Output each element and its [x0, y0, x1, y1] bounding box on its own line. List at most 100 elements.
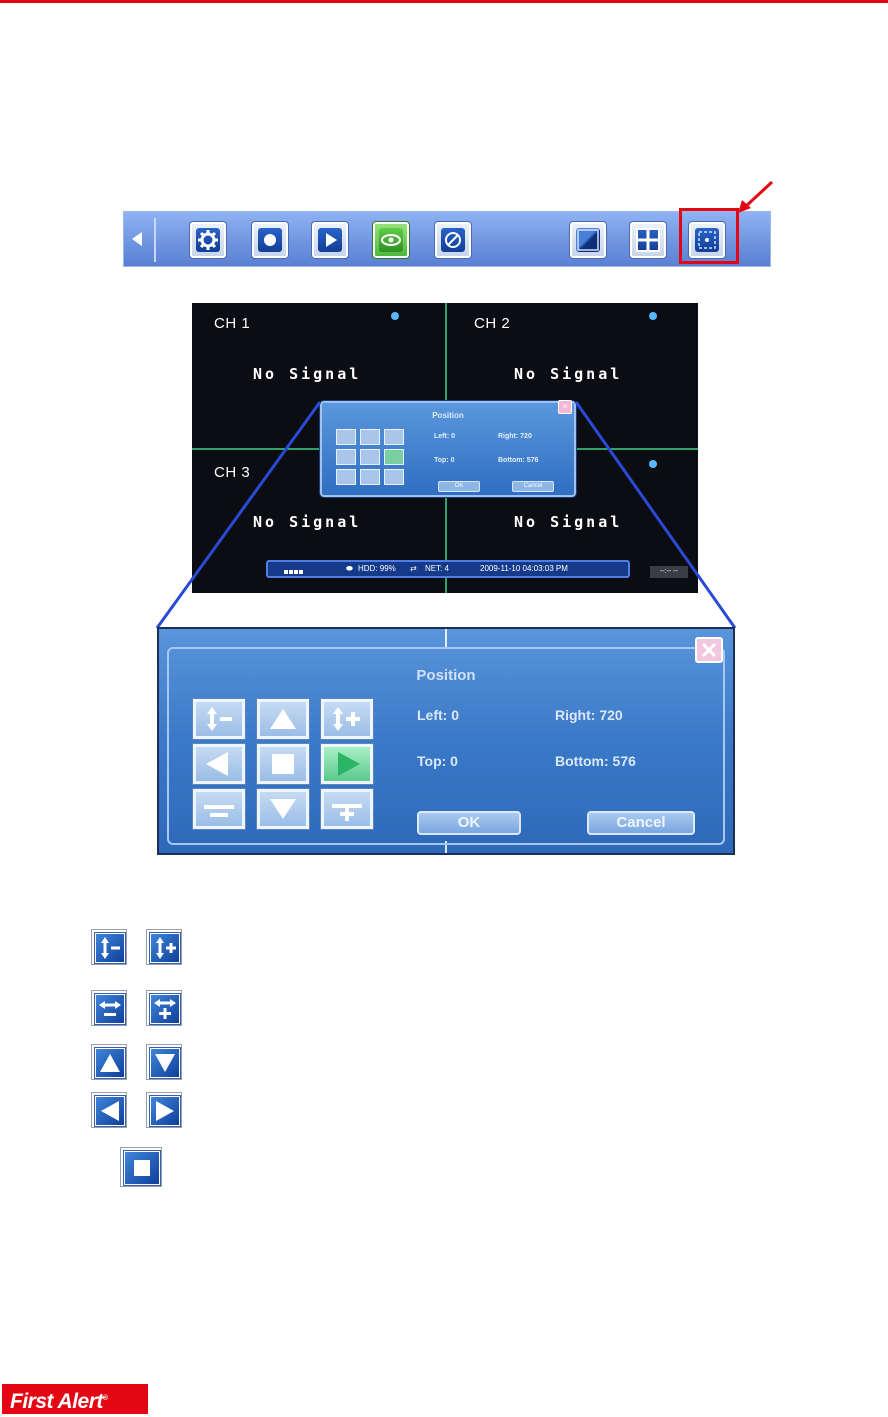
up-button[interactable]	[257, 699, 309, 739]
dialog-frame	[167, 647, 725, 845]
logo-registered-mark: ®	[102, 1395, 108, 1402]
ok-button[interactable]: OK	[417, 811, 521, 835]
right-value: Right: 720	[555, 707, 623, 723]
legend-right	[146, 1092, 182, 1128]
legend-height-decrease	[91, 929, 127, 965]
channel-1-label: CH 1	[214, 315, 251, 332]
arrow-left-icon	[101, 1101, 119, 1121]
dvr-toolbar	[123, 211, 771, 267]
channel-2-label: CH 2	[474, 315, 511, 332]
height-decrease-button[interactable]	[193, 699, 245, 739]
height-increase-icon	[333, 707, 360, 731]
quad-screen-icon	[636, 228, 660, 252]
width-increase-icon	[332, 804, 362, 821]
hdd-usage: HDD: 99%	[358, 564, 396, 573]
close-button[interactable]	[695, 637, 723, 663]
play-icon	[326, 233, 337, 247]
playback-button[interactable]	[311, 221, 349, 259]
preview-cancel-button: Cancel	[512, 481, 554, 492]
logo-text: First Alert	[10, 1390, 103, 1413]
top-rule	[0, 0, 888, 3]
position-button[interactable]	[688, 221, 726, 259]
width-increase-icon	[154, 999, 176, 1019]
arrow-right-icon	[338, 752, 360, 776]
arrow-down-icon	[155, 1054, 175, 1072]
legend-width-decrease	[91, 990, 127, 1026]
arrow-right-icon	[156, 1101, 174, 1121]
network-icon: ⇄	[410, 564, 417, 573]
position-icon	[698, 231, 716, 249]
settings-button[interactable]	[189, 221, 227, 259]
preview-top-value: Top: 0	[434, 457, 455, 464]
height-increase-icon	[156, 937, 176, 959]
arrow-up-icon	[100, 1054, 120, 1072]
dvr-screen: CH 1 CH 2 CH 3 No Signal No Signal No Si…	[192, 303, 698, 593]
legend-width-increase	[146, 990, 182, 1026]
preview-bottom-value: Bottom: 576	[498, 457, 539, 464]
width-decrease-button[interactable]	[193, 789, 245, 829]
status-bar: ⬬ HDD: 99% ⇄ NET: 4 2009-11-10 04:03:03 …	[266, 560, 630, 578]
channel-2-indicator	[649, 312, 657, 320]
channel-2-status: No Signal	[514, 365, 623, 383]
preview-left-value: Left: 0	[434, 433, 455, 440]
record-icon	[264, 234, 276, 246]
arrow-up-icon	[270, 709, 296, 729]
reset-icon	[134, 1160, 150, 1176]
legend-height-increase	[146, 929, 182, 965]
left-value: Left: 0	[417, 707, 459, 723]
width-decrease-icon	[99, 1001, 121, 1016]
height-decrease-icon	[101, 937, 120, 959]
date-time: 2009-11-10 04:03:03 PM	[480, 564, 568, 573]
no-entry-icon	[445, 232, 461, 248]
height-increase-button[interactable]	[321, 699, 373, 739]
time-readout: --:-- --	[650, 566, 688, 578]
preview-close-icon: ×	[558, 400, 572, 414]
channel-4-status: No Signal	[514, 513, 623, 531]
network-count: NET: 4	[425, 564, 450, 573]
red-arrow-icon	[738, 180, 774, 213]
single-screen-icon	[577, 229, 599, 251]
position-dialog: Position	[157, 627, 735, 855]
arrow-left-icon	[206, 752, 228, 776]
preview-right-value: Right: 720	[498, 433, 532, 440]
quad-view-button[interactable]	[629, 221, 667, 259]
channel-3-label: CH 3	[214, 464, 251, 481]
right-button[interactable]	[321, 744, 373, 784]
arrow-down-icon	[270, 799, 296, 819]
reset-button[interactable]	[257, 744, 309, 784]
dialog-title: Position	[416, 667, 476, 684]
down-button[interactable]	[257, 789, 309, 829]
position-button-highlight	[679, 208, 739, 264]
record-button[interactable]	[251, 221, 289, 259]
height-decrease-icon	[207, 707, 232, 731]
eye-icon	[381, 234, 401, 246]
legend-left	[91, 1092, 127, 1128]
single-view-button[interactable]	[569, 221, 607, 259]
legend-reset	[120, 1147, 162, 1187]
dialog-divider-top	[445, 629, 447, 649]
dialog-divider-bottom	[445, 841, 447, 853]
cancel-button[interactable]: Cancel	[587, 811, 695, 835]
left-button[interactable]	[193, 744, 245, 784]
channel-4-indicator	[649, 460, 657, 468]
legend-up	[91, 1044, 127, 1080]
top-value: Top: 0	[417, 753, 458, 769]
collapse-arrow-icon[interactable]	[132, 232, 142, 246]
close-icon	[701, 642, 717, 658]
gear-icon	[198, 230, 218, 250]
position-dialog-preview: Position × Left: 0 Right: 720 Top: 0 Bot…	[320, 400, 576, 497]
channel-3-status: No Signal	[253, 513, 362, 531]
width-increase-button[interactable]	[321, 789, 373, 829]
disable-button[interactable]	[434, 221, 472, 259]
legend-down	[146, 1044, 182, 1080]
channel-1-indicator	[391, 312, 399, 320]
preview-title: Position	[432, 411, 464, 420]
reset-icon	[272, 754, 294, 774]
width-decrease-icon	[204, 805, 234, 817]
toolbar-separator	[154, 218, 156, 262]
bottom-value: Bottom: 576	[555, 753, 636, 769]
hdd-icon: ⬬	[346, 564, 353, 573]
live-view-button[interactable]	[372, 221, 410, 259]
first-alert-logo: First Alert®	[2, 1384, 148, 1414]
channel-1-status: No Signal	[253, 365, 362, 383]
